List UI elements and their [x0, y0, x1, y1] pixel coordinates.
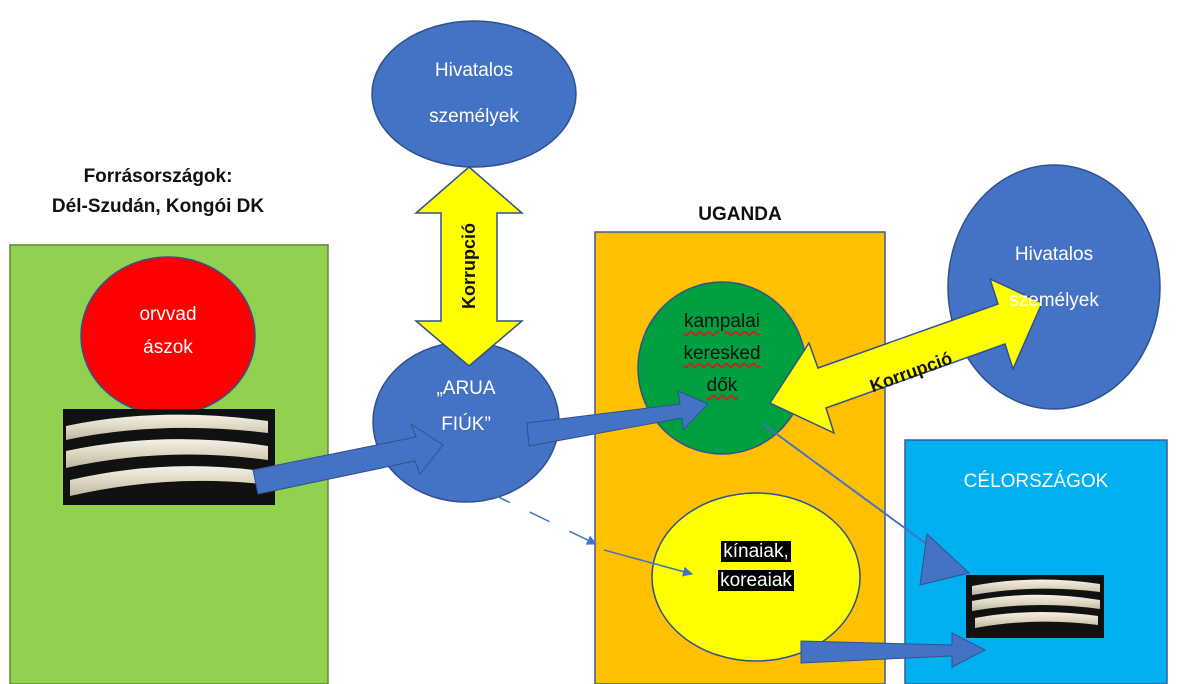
officials-right-line2: személyek [1009, 290, 1099, 311]
thin-arrow-line [762, 423, 948, 560]
flow-arrow-to-arua [252, 422, 444, 495]
ivory-tusks-photo-destination [966, 575, 1104, 638]
destination-countries-label: CÉLORSZÁGOK [963, 471, 1109, 492]
officials-top-line2: személyek [429, 106, 519, 127]
corruption-arrow-diagonal [768, 277, 1043, 435]
flow-arrow-to-destination [800, 632, 987, 668]
source-countries-heading: Forrásországok: Dél-Szudán, Kongói DK [0, 162, 316, 222]
officials-right-line1: Hivatalos [1014, 244, 1094, 265]
poachers-line2: ászok [143, 337, 193, 358]
officials-top-line1: Hivatalos [434, 60, 514, 81]
corruption-label-vertical: Korrupció [459, 223, 479, 310]
uganda-heading: UGANDA [698, 204, 782, 225]
kampala-traders-line3: dők [706, 375, 738, 396]
officials-top-circle [371, 20, 577, 168]
arua-boys-line2: FIÚK” [441, 414, 491, 435]
corruption-arrow-vertical [413, 166, 525, 367]
asian-buyers-line2: koreaiak [718, 570, 794, 591]
asian-buyers-label: kínaiak, koreaiak [690, 537, 822, 595]
officials-right-label: Hivatalos személyek [948, 232, 1160, 324]
arua-boys-label: „ARUA FIÚK” [400, 371, 532, 443]
flow-arrow-to-kampala [526, 390, 709, 447]
kampala-traders-line1: kampalai [683, 311, 761, 332]
asian-buyers-line1: kínaiak, [721, 541, 791, 562]
poachers-line1: orvvad [139, 304, 197, 325]
thin-arrow-head [919, 532, 971, 586]
dashed-arrow-line-2 [603, 549, 693, 577]
source-heading-line1: Forrásországok: [83, 166, 233, 187]
source-heading-line2: Dél-Szudán, Kongói DK [51, 196, 265, 217]
officials-top-label: Hivatalos személyek [372, 48, 576, 140]
ivory-tusks-photo-source [63, 409, 275, 505]
kampala-traders-line2: keresked [683, 343, 761, 364]
officials-right-circle [947, 164, 1161, 410]
kampala-traders-label: kampalai keresked dők [660, 306, 784, 402]
arua-boys-line1: „ARUA [436, 378, 496, 399]
dashed-arrow-line [489, 492, 597, 545]
poachers-label: orvvad ászok [100, 298, 236, 364]
